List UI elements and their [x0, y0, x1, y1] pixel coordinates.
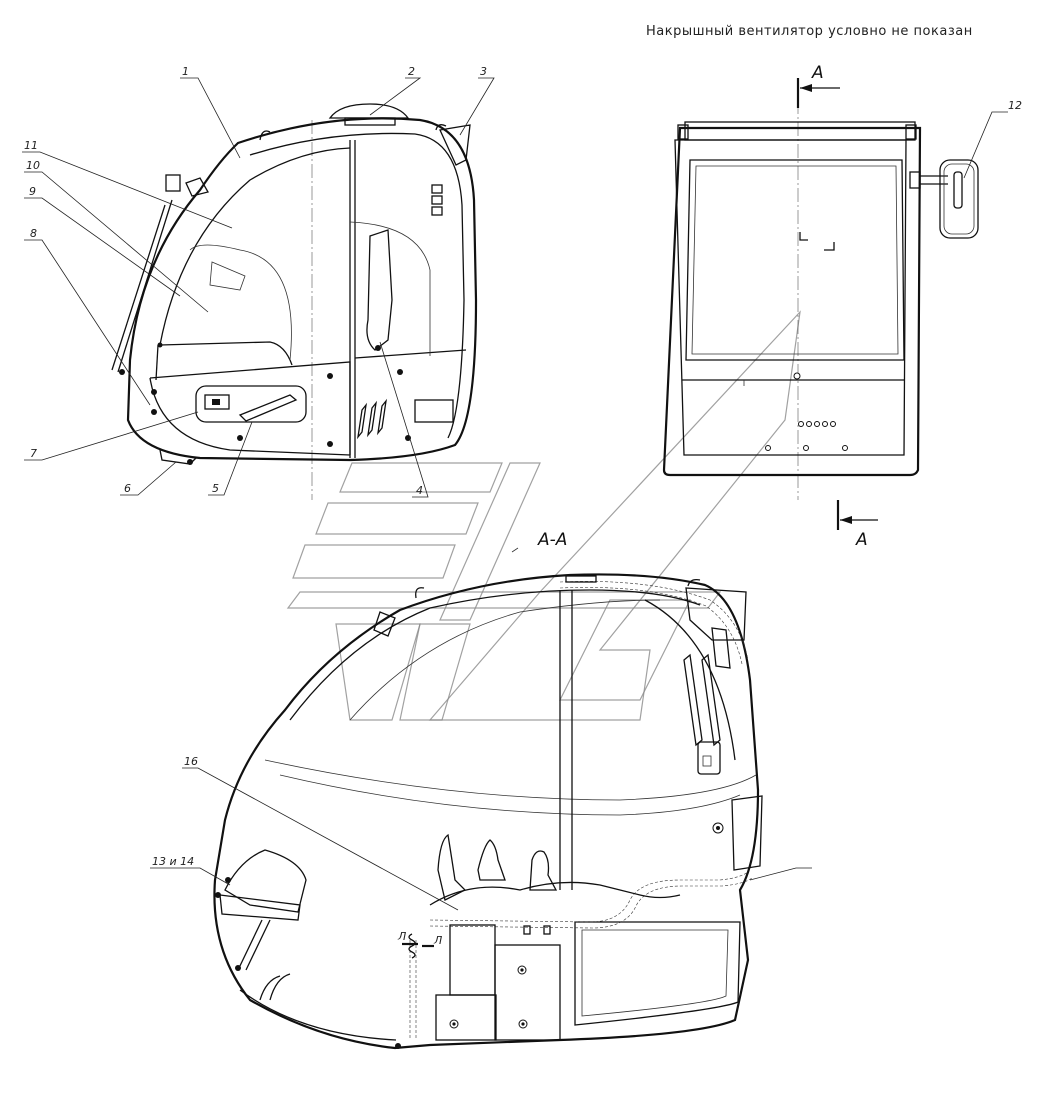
detail-mark-right: Л	[433, 934, 442, 947]
cab-front-view: А А	[662, 63, 979, 550]
callouts-side-view: 1 2 3 11 10 9 8 7 6 5 4	[22, 65, 495, 498]
callout-4: 4	[416, 484, 423, 497]
section-title: А-А	[537, 530, 567, 550]
watermark-logo	[286, 310, 801, 721]
callout-5: 5	[212, 482, 219, 495]
callout-9: 9	[29, 185, 36, 198]
callout-7: 7	[30, 447, 37, 460]
callout-6: 6	[124, 482, 131, 495]
callout-13-14: 13 и 14	[152, 855, 194, 868]
callouts-section-view: 16 13 и 14	[150, 755, 812, 911]
callout-1: 1	[182, 65, 189, 78]
cab-side-view	[111, 103, 478, 500]
callout-2: 2	[408, 65, 415, 78]
section-mark-bottom: А	[855, 530, 868, 550]
callout-11: 11	[24, 139, 38, 152]
callout-10: 10	[26, 159, 40, 172]
section-mark-top: А	[811, 63, 824, 83]
callout-3: 3	[480, 65, 487, 78]
callout-8: 8	[30, 227, 37, 240]
callout-15: 16	[184, 755, 198, 768]
callout-12: 12	[1008, 99, 1022, 112]
cab-section-view: А-А	[213, 530, 763, 1050]
callout-12-group: 12	[963, 99, 1022, 179]
drawing-note: Накрышный вентилятор условно не показан	[646, 24, 973, 39]
detail-mark-left: Л	[397, 930, 406, 943]
